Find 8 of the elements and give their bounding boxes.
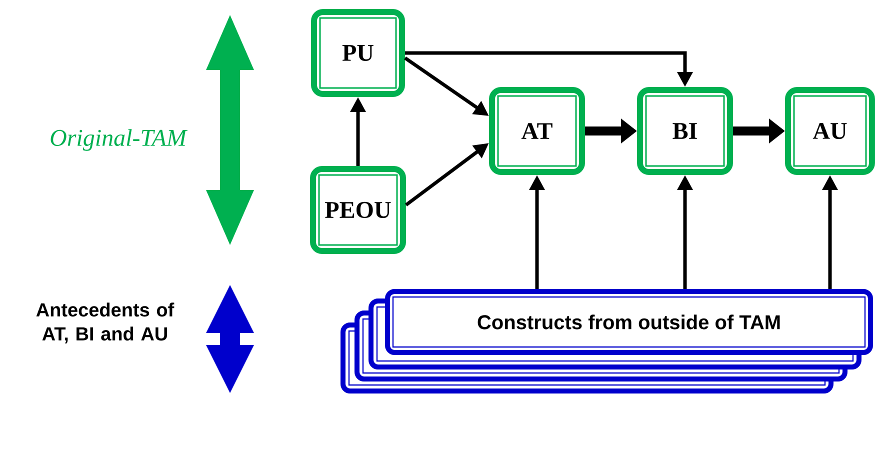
construct-box: AT: [489, 87, 585, 175]
construct-box: BI: [637, 87, 733, 175]
construct-box: AU: [785, 87, 875, 175]
section-label: Original-TAM: [50, 129, 188, 151]
construct-box: PEOU: [310, 166, 406, 254]
section-label: Antecedents of AT, BI and AU: [36, 302, 174, 344]
construct-box: Constructs from outside of TAM: [385, 289, 873, 355]
construct-box: PU: [311, 9, 405, 97]
